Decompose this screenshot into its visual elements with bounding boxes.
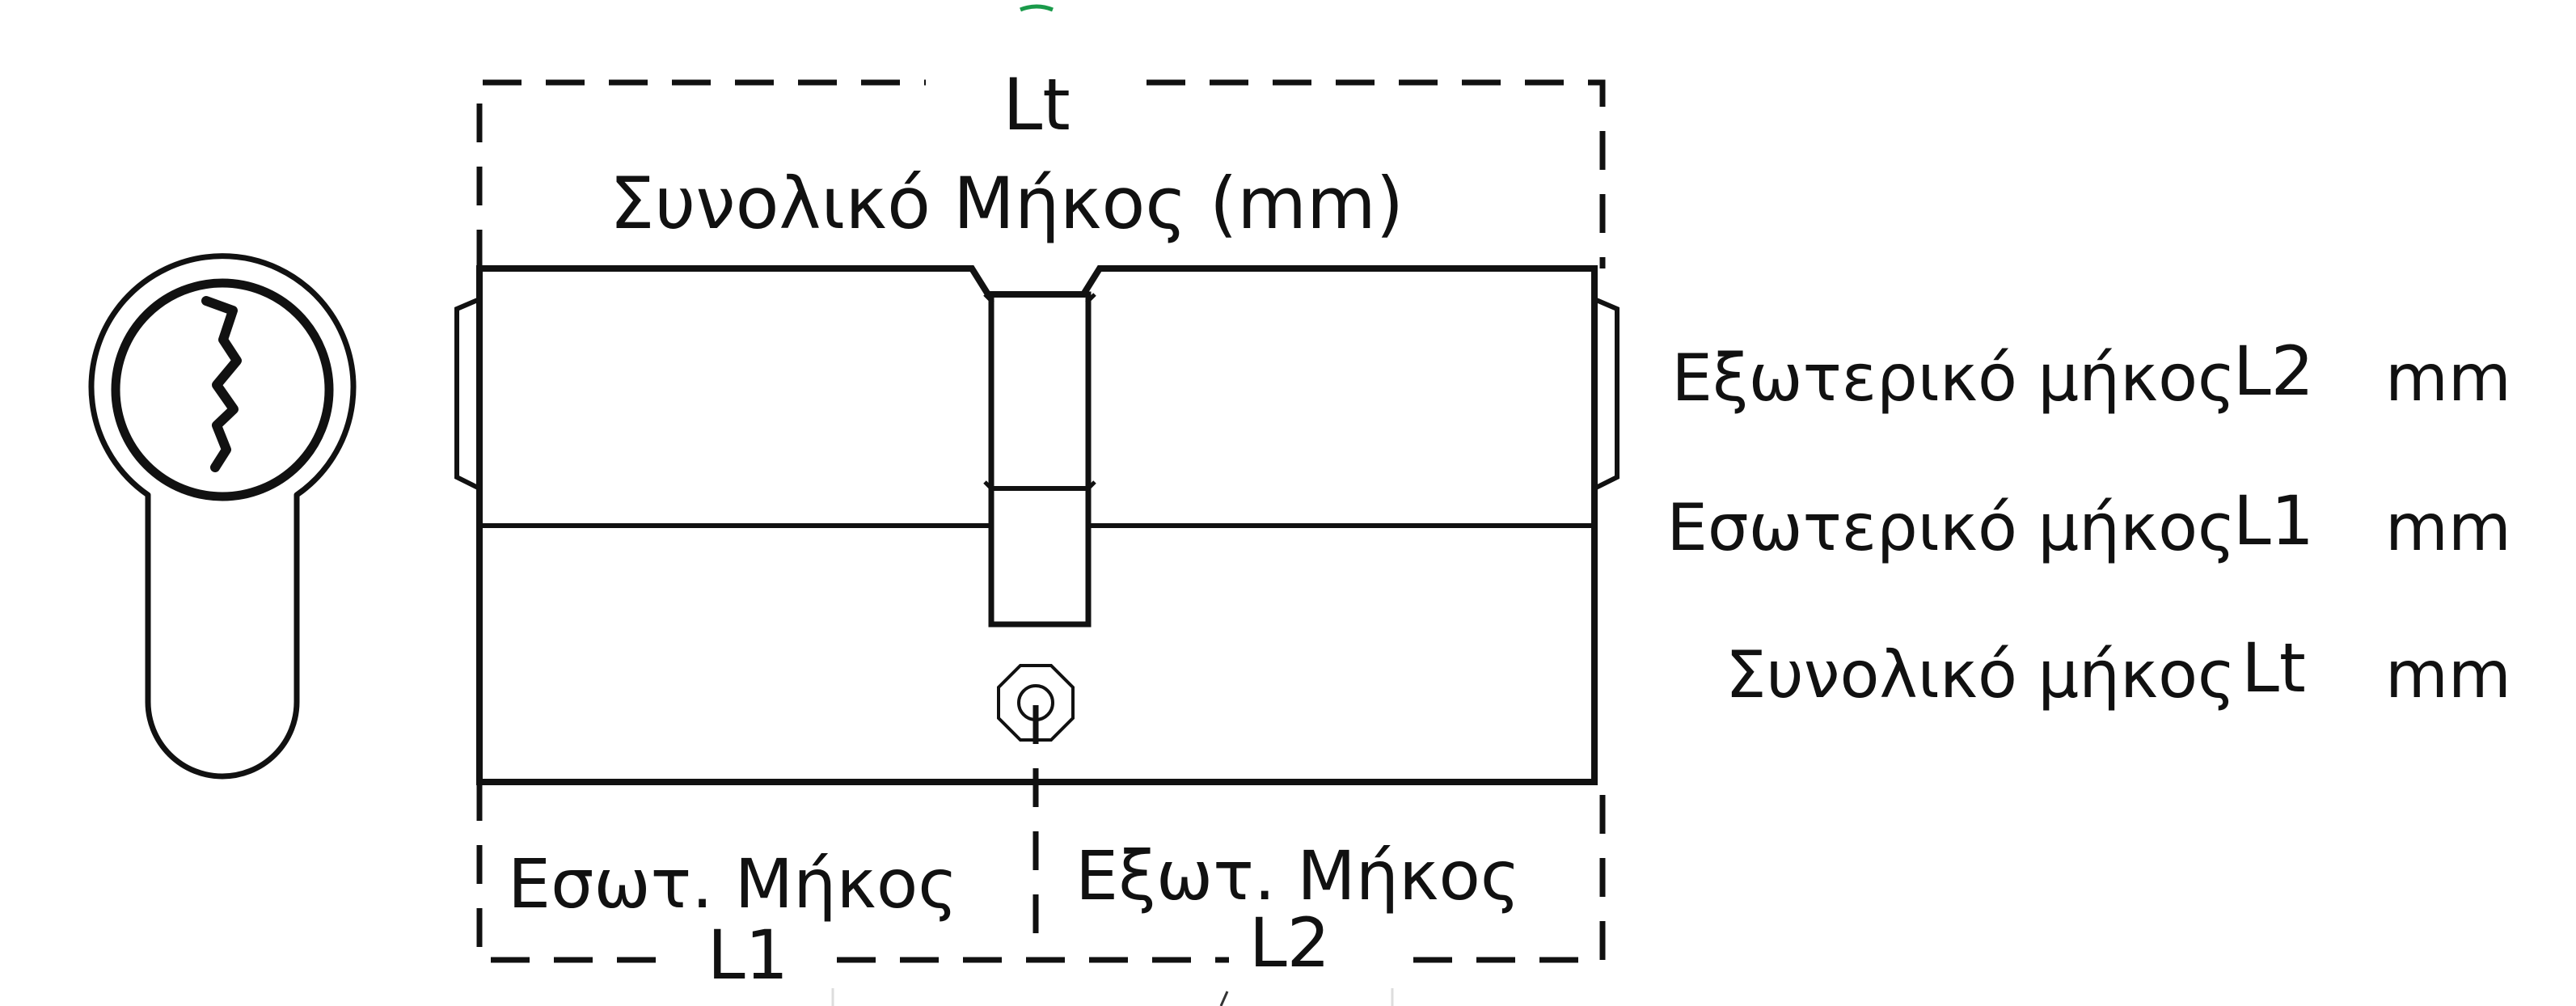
total-length-code: Lt xyxy=(1003,63,1071,146)
legend-code: L2 xyxy=(2233,332,2314,411)
accent-mark xyxy=(1020,4,1054,12)
total-length-title: Συνολικό Μήκος (mm) xyxy=(610,162,1404,245)
legend-unit: mm xyxy=(2385,490,2511,565)
length-legend: Εξωτερικό μήκος L2 mm Εσωτερικό μήκος L1… xyxy=(1666,332,2511,712)
legend-label: Εξωτερικό μήκος xyxy=(1671,340,2236,416)
outer-length-label: Εξωτ. Μήκος xyxy=(1075,836,1520,915)
bottom-artifacts xyxy=(831,988,1394,1006)
inner-length-code: L1 xyxy=(707,915,788,995)
keyhole-profile-icon xyxy=(88,253,357,780)
legend-unit: mm xyxy=(2385,340,2511,416)
cylinder-body xyxy=(454,265,1620,785)
legend-unit: mm xyxy=(2385,637,2511,712)
outer-length-code: L2 xyxy=(1249,903,1330,983)
legend-code: Lt xyxy=(2241,628,2306,708)
inner-length-label: Εσωτ. Μήκος xyxy=(508,844,958,924)
dimension-lines xyxy=(476,79,1606,963)
legend-label: Εσωτερικό μήκος xyxy=(1666,490,2236,565)
legend-code: L1 xyxy=(2233,481,2314,560)
legend-label: Συνολικό μήκος xyxy=(1725,637,2236,712)
